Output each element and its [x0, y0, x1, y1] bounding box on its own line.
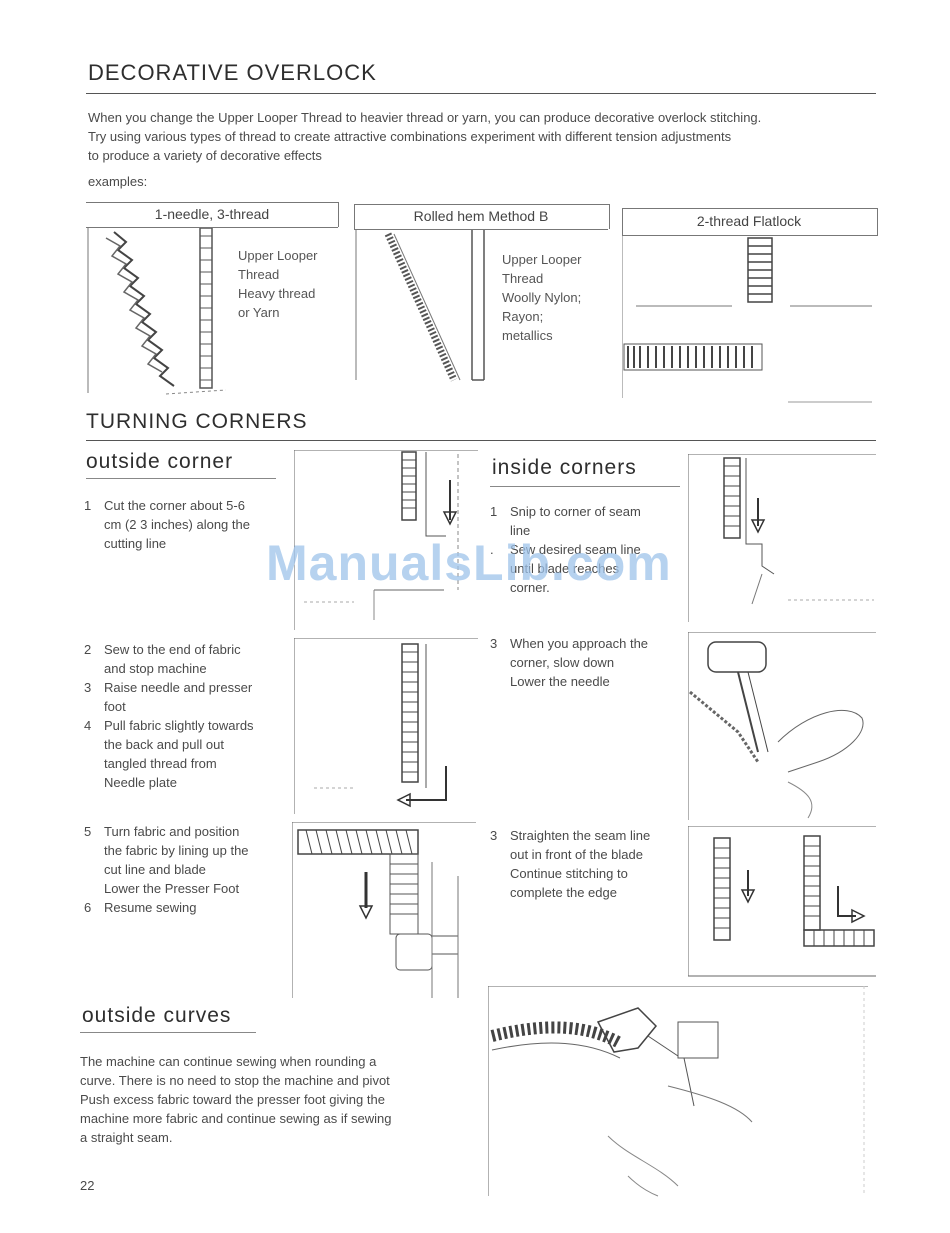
step-line: Cut the corner about 5-6	[104, 498, 245, 513]
step-line: tangled thread from	[104, 756, 217, 771]
example-3-panel: 2-thread Flatlock	[622, 208, 878, 404]
step-number: 3	[84, 680, 92, 695]
outside-corner-turn-illustration	[292, 822, 476, 998]
example-1-note-3: Heavy thread	[238, 286, 316, 301]
outside-corner-sew-end-illustration	[294, 638, 478, 814]
outside-corner-steps-5-6: 5 Turn fabric and position the fabric by…	[84, 822, 289, 917]
step-line: cutting line	[104, 536, 167, 551]
step-line: Sew to the end of fabric	[104, 642, 241, 657]
step-line: Continue stitching to	[510, 866, 628, 881]
inside-corners-rule	[490, 486, 680, 487]
step-line: Lower the needle	[510, 674, 610, 689]
body-line: machine more fabric and continue sewing …	[80, 1111, 392, 1126]
step-number: 1	[84, 498, 92, 513]
example-1-note-2: Thread	[238, 267, 280, 282]
inside-corner-snip-illustration	[688, 454, 876, 622]
step-line: cm (2 3 inches) along the	[104, 517, 250, 532]
example-2-notes: Upper Looper Thread Woolly Nylon; Rayon;…	[502, 250, 582, 345]
inside-corners-steps-1-2: 1 Snip to corner of seam line . Sew desi…	[490, 502, 685, 597]
step-line: and stop machine	[104, 661, 207, 676]
inside-corner-straighten-illustration	[688, 826, 876, 977]
step-number: 3	[490, 828, 498, 843]
example-1-note-1: Upper Looper	[238, 248, 318, 263]
step-line: When you approach the	[510, 636, 649, 651]
step-number: 2	[84, 642, 92, 657]
example-2-note-5: metallics	[502, 328, 553, 343]
example-2-note-2: Thread	[502, 271, 544, 286]
step-line: line	[510, 523, 531, 538]
step-line: Turn fabric and position	[104, 824, 240, 839]
overlock-stitch-illustration	[87, 228, 227, 395]
step-line: corner.	[510, 580, 550, 595]
body-line: The machine can continue sewing when rou…	[80, 1054, 377, 1069]
step-line: Straighten the seam line	[510, 828, 651, 843]
inside-corner-approach-illustration	[688, 632, 876, 820]
example-1-title: 1-needle, 3-thread	[154, 206, 270, 222]
step-line: the fabric by lining up the	[104, 843, 249, 858]
step-line: cut line and blade	[104, 862, 206, 877]
outside-curves-heading: outside curves	[82, 1004, 232, 1027]
example-1-panel: 1-needle, 3-thread Upper Looper Thread H…	[86, 202, 339, 398]
example-2-title: Rolled hem Method B	[413, 208, 549, 224]
step-line: Lower the Presser Foot	[104, 881, 240, 896]
outside-corner-cut-illustration	[294, 450, 478, 630]
step-line: Sew desired seam line	[510, 542, 641, 557]
turning-corners-rule	[86, 440, 876, 441]
outside-curves-rule	[80, 1032, 256, 1033]
watermark: ManualsLib.com	[266, 535, 672, 591]
body-line: a straight seam.	[80, 1130, 173, 1145]
flatlock-illustration	[622, 236, 872, 403]
example-3-title: 2-thread Flatlock	[696, 213, 802, 229]
step-line: out in front of the blade	[510, 847, 643, 862]
example-2-note-4: Rayon;	[502, 309, 544, 324]
title-rule	[86, 93, 876, 94]
page-number: 22	[80, 1178, 95, 1193]
step-line: the back and pull out	[104, 737, 224, 752]
turning-corners-title: TURNING CORNERS	[86, 410, 308, 433]
step-number: 1	[490, 504, 498, 519]
outside-corner-steps-2-4: 2 Sew to the end of fabric and stop mach…	[84, 640, 289, 792]
intro-line-2: Try using various types of thread to cre…	[88, 129, 732, 144]
inside-corners-step-4: 3 Straighten the seam line out in front …	[490, 826, 685, 902]
outside-curves-body: The machine can continue sewing when rou…	[80, 1052, 470, 1147]
body-line: Push excess fabric toward the presser fo…	[80, 1092, 385, 1107]
step-number: 4	[84, 718, 92, 733]
inside-corners-step-3: 3 When you approach the corner, slow dow…	[490, 634, 685, 691]
page-title: DECORATIVE OVERLOCK	[88, 60, 377, 85]
outside-curves-illustration	[488, 986, 868, 1197]
intro-line-3: to produce a variety of decorative effec…	[88, 148, 322, 163]
step-line: foot	[104, 699, 126, 714]
step-number: 5	[84, 824, 92, 839]
step-line: Pull fabric slightly towards	[104, 718, 254, 733]
intro-paragraph: When you change the Upper Looper Thread …	[88, 108, 888, 165]
step-line: Needle plate	[104, 775, 177, 790]
body-line: curve. There is no need to stop the mach…	[80, 1073, 390, 1088]
example-1-note-4: or Yarn	[238, 305, 280, 320]
outside-corner-rule	[86, 478, 276, 479]
intro-line-1: When you change the Upper Looper Thread …	[88, 110, 762, 125]
step-line: corner, slow down	[510, 655, 615, 670]
step-number: 6	[84, 900, 92, 915]
example-1-notes: Upper Looper Thread Heavy thread or Yarn	[238, 246, 318, 322]
step-number: .	[490, 542, 494, 557]
step-line: Snip to corner of seam	[510, 504, 641, 519]
example-2-panel: Rolled hem Method B Upper Looper Thread …	[354, 204, 610, 400]
examples-label: examples:	[88, 174, 148, 189]
step-line: until blade reaches	[510, 561, 620, 576]
step-line: complete the edge	[510, 885, 617, 900]
inside-corners-heading: inside corners	[492, 456, 637, 479]
example-2-note-3: Woolly Nylon;	[502, 290, 582, 305]
step-number: 3	[490, 636, 498, 651]
step-line: Resume sewing	[104, 900, 197, 915]
example-2-note-1: Upper Looper	[502, 252, 582, 267]
outside-corner-step-1: 1 Cut the corner about 5-6 cm (2 3 inche…	[84, 496, 289, 553]
rolled-hem-illustration	[355, 230, 485, 382]
outside-corner-heading: outside corner	[86, 450, 234, 473]
step-line: Raise needle and presser	[104, 680, 253, 695]
